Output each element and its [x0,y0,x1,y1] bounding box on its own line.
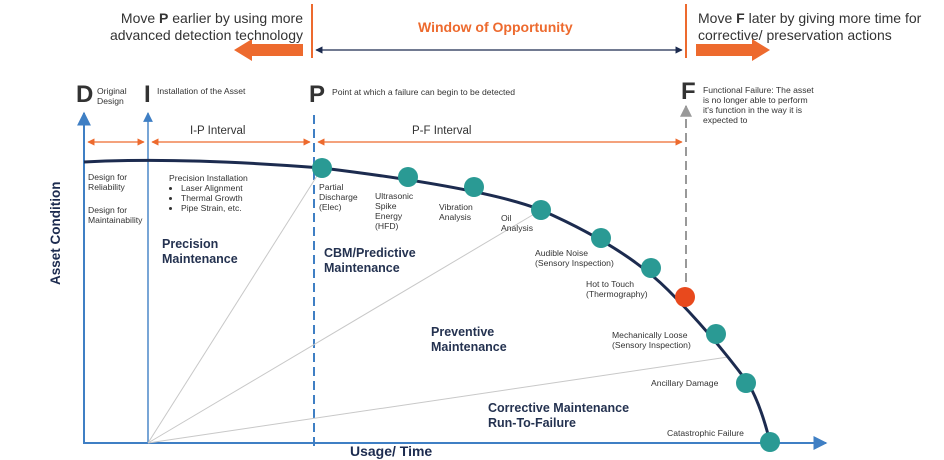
point-label: Mechanically Loose(Sensory Inspection) [612,330,691,350]
curve-points [312,158,780,452]
detection-point [464,177,484,197]
functional-failure-point [675,287,695,307]
i-marker-label: Installation of the Asset [157,86,246,96]
y-axis-label: Asset Condition [48,181,63,286]
pf-curve [83,158,772,443]
point-label: Audible Noise(Sensory Inspection) [535,248,614,268]
detection-point [706,324,726,344]
precision-item: Thermal Growth [181,193,248,203]
detection-point [398,167,418,187]
p-marker: P [309,81,326,108]
window-of-opportunity-title: Window of Opportunity [418,19,573,35]
detection-point [591,228,611,248]
detection-point [760,432,780,452]
zone-divider-2 [147,209,542,444]
zone-divider-1 [147,167,323,444]
precision-item: Laser Alignment [181,183,248,193]
ip-interval-label: I-P Interval [190,125,246,137]
zone-preventive: Preventive Maintenance [431,325,507,354]
zone-precision-maintenance: Precision Maintenance [162,237,238,266]
i-marker: I [144,81,151,108]
detection-point [531,200,551,220]
x-axis-label: Usage/ Time [350,443,433,459]
d-marker: D [76,81,94,108]
f-marker: F [681,78,696,105]
move-f-later-arrow [696,39,770,61]
zone-divider-3 [147,356,729,444]
detection-point [312,158,332,178]
point-label: Ancillary Damage [651,378,719,388]
point-label: Hot to Touch(Thermography) [586,279,648,299]
detection-point [736,373,756,393]
move-p-text: Move P earlier by using more advanced de… [109,10,303,43]
pf-interval-label: P-F Interval [412,125,472,137]
move-p-earlier-arrow [234,39,303,61]
detection-point [641,258,661,278]
precision-installation: Precision Installation Laser Alignment T… [169,173,248,213]
zone-cbm-predictive: CBM/Predictive Maintenance [324,246,416,275]
precision-item: Pipe Strain, etc. [181,203,248,213]
p-marker-label: Point at which a failure can begin to be… [332,87,515,97]
point-label: Catastrophic Failure [667,428,744,438]
move-f-text: Move F later by giving more time for cor… [698,10,922,43]
